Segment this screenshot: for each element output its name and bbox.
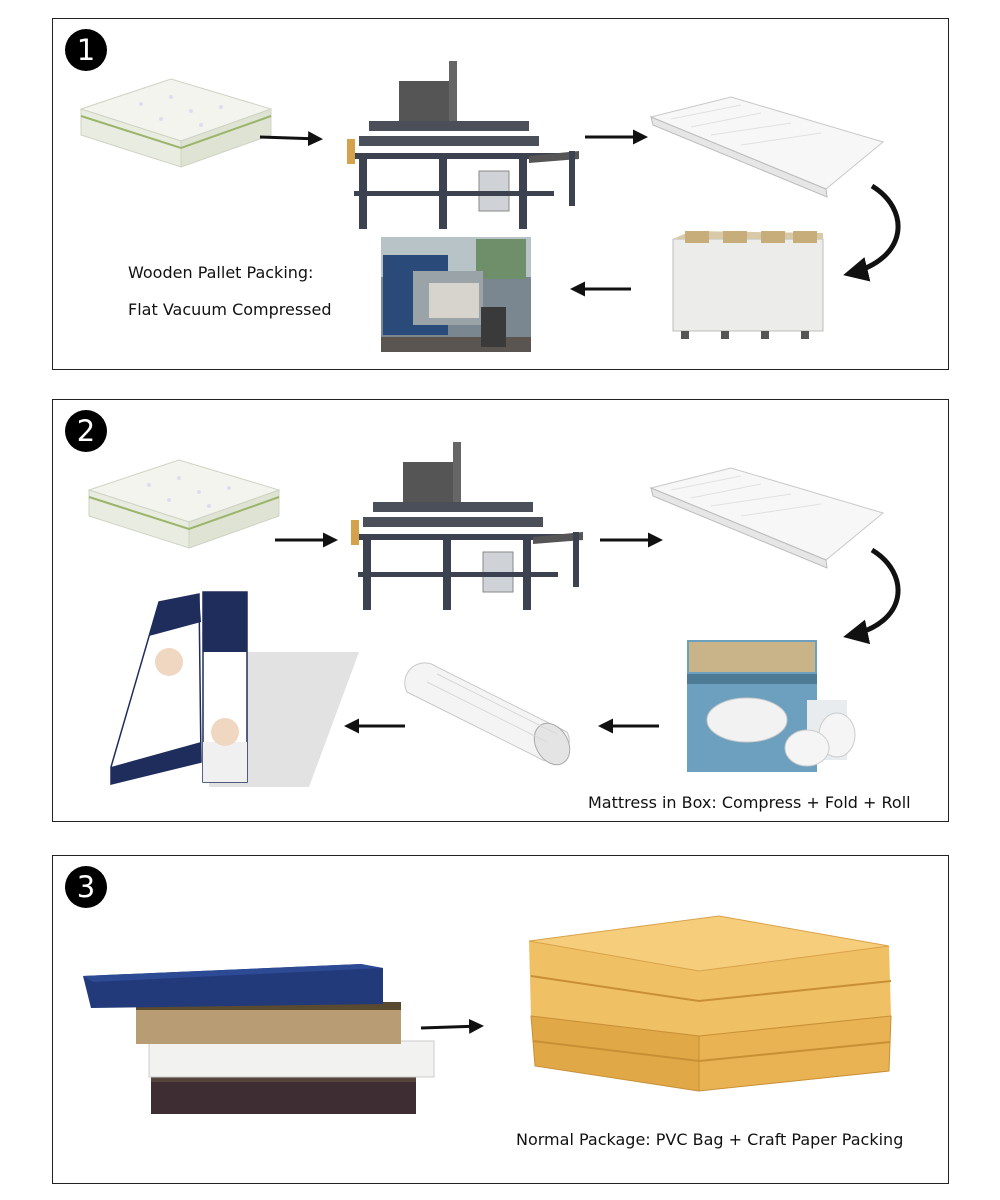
- step-1-panel: 1 Wooden Pallet Packing: Flat Vacuum Com…: [52, 18, 949, 370]
- arrow-left-icon: [570, 281, 631, 297]
- step-3-panel: 3 Normal Package: PVC Bag + Craft Paper …: [52, 855, 949, 1184]
- mattress-box-illustration: [110, 591, 359, 787]
- compression-machine-illustration: [346, 60, 580, 230]
- arrow-right-icon: [259, 131, 323, 147]
- mattress-illustration: [88, 459, 280, 549]
- compression-machine-illustration: [350, 441, 584, 611]
- mattress-illustration: [80, 78, 272, 168]
- arrow-left-icon: [598, 718, 659, 734]
- pallet-stack-illustration: [672, 231, 824, 339]
- arrow-right-icon: [600, 532, 663, 548]
- rolled-mattress-illustration: [404, 662, 571, 766]
- caption: Normal Package: PVC Bag + Craft Paper Pa…: [516, 1130, 904, 1149]
- rolling-machine-illustration: [687, 640, 856, 772]
- arrow-right-icon: [420, 1018, 484, 1034]
- arrow-left-icon: [344, 718, 405, 734]
- caption: Mattress in Box: Compress + Fold + Roll: [588, 793, 911, 812]
- kraft-paper-package-illustration: [528, 915, 892, 1092]
- container-loading-photo: [381, 237, 531, 352]
- arrow-right-icon: [275, 532, 338, 548]
- caption-line-1: Wooden Pallet Packing:: [128, 263, 314, 282]
- curved-arrow-icon: [843, 547, 901, 645]
- arrow-right-icon: [585, 129, 648, 145]
- step-2-panel: 2 Mattress in Box: Compress: [52, 399, 949, 822]
- mattress-stack-illustration: [83, 964, 435, 1114]
- caption-line-2: Flat Vacuum Compressed: [128, 300, 332, 319]
- step-2-badge: 2: [65, 410, 107, 452]
- step-1-badge: 1: [65, 29, 107, 71]
- curved-arrow-icon: [843, 183, 901, 282]
- step-3-badge: 3: [65, 866, 107, 908]
